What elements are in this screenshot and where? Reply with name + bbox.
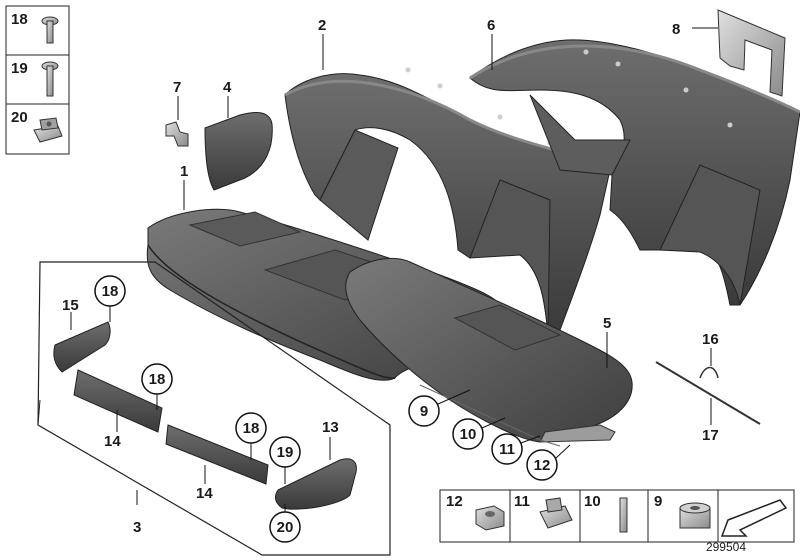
callout-13: 13 xyxy=(322,419,339,436)
callout-2: 2 xyxy=(318,17,326,34)
fastener-legend: 18 19 20 xyxy=(5,5,70,155)
circled-callout-18-mid: 18 xyxy=(141,363,173,410)
legend-label-10: 10 xyxy=(584,493,601,510)
svg-text:9: 9 xyxy=(420,403,428,420)
leader-lines xyxy=(136,34,608,505)
callout-14-lower: 14 xyxy=(196,485,213,502)
trim-part-14-lower xyxy=(165,424,269,485)
stud-bolt-icon xyxy=(619,497,628,533)
svg-text:20: 20 xyxy=(277,519,294,536)
callout-3: 3 xyxy=(133,519,141,536)
screw-short-icon xyxy=(41,16,59,44)
circled-callout-12: 12 xyxy=(526,444,571,481)
clip-nut-icon xyxy=(33,117,63,143)
callout-5: 5 xyxy=(603,315,611,332)
svg-text:12: 12 xyxy=(534,457,551,474)
small-parts-legend: 12 11 10 9 xyxy=(439,489,795,543)
seat-cushion-right xyxy=(345,257,633,447)
bracket-part-7 xyxy=(165,96,189,147)
callout-labels: 1 2 3 4 5 6 7 8 13 14 14 15 16 17 xyxy=(62,17,719,536)
trim-part-14-upper xyxy=(73,369,163,433)
cover-part-4 xyxy=(204,96,273,191)
svg-text:18: 18 xyxy=(149,371,166,388)
direction-arrow-icon xyxy=(720,499,788,537)
bracket-part-8 xyxy=(692,9,786,97)
callout-16: 16 xyxy=(702,331,719,348)
trim-part-13 xyxy=(274,437,357,510)
backrest-right xyxy=(469,39,800,306)
circled-callout-20: 20 xyxy=(269,504,301,543)
callout-14-upper: 14 xyxy=(104,433,121,450)
legend-label-11: 11 xyxy=(514,493,530,510)
legend-label-18: 18 xyxy=(11,11,28,28)
circled-callout-18-low: 18 xyxy=(235,412,267,460)
callout-17: 17 xyxy=(702,427,719,444)
callout-15: 15 xyxy=(62,297,79,314)
trim-part-15 xyxy=(53,312,111,373)
circled-callout-18-top: 18 xyxy=(94,275,126,322)
svg-text:18: 18 xyxy=(243,420,260,437)
legend-label-9: 9 xyxy=(654,493,662,510)
screw-long-icon xyxy=(41,61,59,97)
legend-label-19: 19 xyxy=(11,60,28,77)
callout-6: 6 xyxy=(487,17,495,34)
spring-clip-icon xyxy=(539,497,573,529)
hex-nut-icon xyxy=(475,505,505,531)
svg-text:18: 18 xyxy=(102,283,119,300)
spacer-sleeve-icon xyxy=(679,502,711,529)
circled-callouts: 18 18 18 19 20 9 10 xyxy=(94,275,571,543)
rod-part-17 xyxy=(655,348,761,425)
svg-text:19: 19 xyxy=(277,444,294,461)
callout-8: 8 xyxy=(672,21,680,38)
callout-1: 1 xyxy=(180,163,188,180)
callout-4: 4 xyxy=(223,79,232,96)
legend-label-20: 20 xyxy=(11,109,28,126)
svg-text:11: 11 xyxy=(499,441,515,458)
document-number: 299504 xyxy=(705,540,746,554)
circled-callout-19: 19 xyxy=(269,436,301,484)
circled-callout-11: 11 xyxy=(491,433,541,465)
circled-callout-10: 10 xyxy=(452,417,506,450)
circled-callout-9: 9 xyxy=(408,389,471,427)
svg-text:10: 10 xyxy=(460,426,477,443)
legend-label-12: 12 xyxy=(446,493,463,510)
trim-group-box xyxy=(37,261,391,556)
callout-7: 7 xyxy=(173,79,181,96)
